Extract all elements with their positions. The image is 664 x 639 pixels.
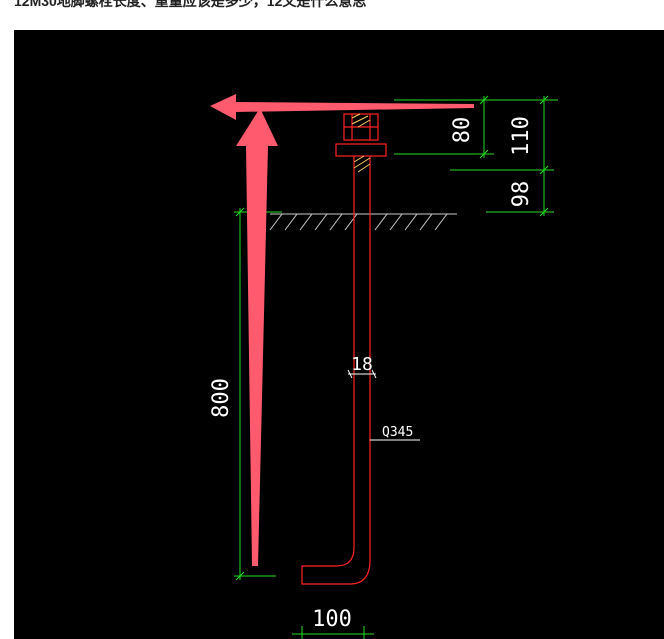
thread-hatch bbox=[351, 113, 371, 173]
material-label: Q345 bbox=[382, 425, 413, 440]
post-title: 12M30地脚螺栓长度、重量应该是多少，12又是什么意思 bbox=[14, 0, 367, 9]
dim-800-label: 800 bbox=[209, 378, 234, 418]
dim-100-label: 100 bbox=[312, 607, 352, 632]
diameter-callout bbox=[347, 369, 377, 379]
dim-110-label: 110 bbox=[509, 116, 534, 156]
ground-hatch bbox=[269, 213, 457, 231]
horizontal-arrow bbox=[210, 94, 474, 120]
anchor-bolt-drawing: 80 110 98 800 18 Q345 100 bbox=[14, 30, 664, 639]
vertical-arrow bbox=[236, 108, 278, 566]
dim-80-label: 80 bbox=[450, 117, 475, 144]
cad-canvas: 80 110 98 800 18 Q345 100 bbox=[209, 94, 558, 639]
dimension-lines bbox=[234, 95, 558, 639]
dim-98-label: 98 bbox=[509, 181, 534, 208]
anchor-bolt bbox=[301, 113, 387, 585]
annotation-arrows bbox=[210, 94, 474, 566]
dim-18-label: 18 bbox=[351, 354, 373, 375]
